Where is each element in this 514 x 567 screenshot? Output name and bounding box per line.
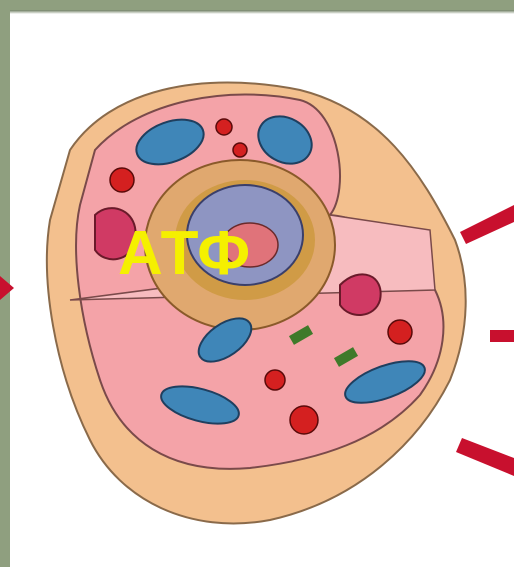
lysosome-icon [110, 168, 134, 192]
arrow-icon [460, 205, 514, 244]
lysosome-icon [216, 119, 232, 135]
golgi-icon [340, 274, 381, 315]
lysosome-icon [233, 143, 247, 157]
arrow-icon [490, 330, 514, 342]
left-arrow-icon [0, 276, 14, 300]
atp-label: АТФ [118, 218, 251, 289]
arrow-icon [456, 438, 514, 476]
lysosome-icon [290, 406, 318, 434]
lysosome-icon [265, 370, 285, 390]
lysosome-icon [388, 320, 412, 344]
